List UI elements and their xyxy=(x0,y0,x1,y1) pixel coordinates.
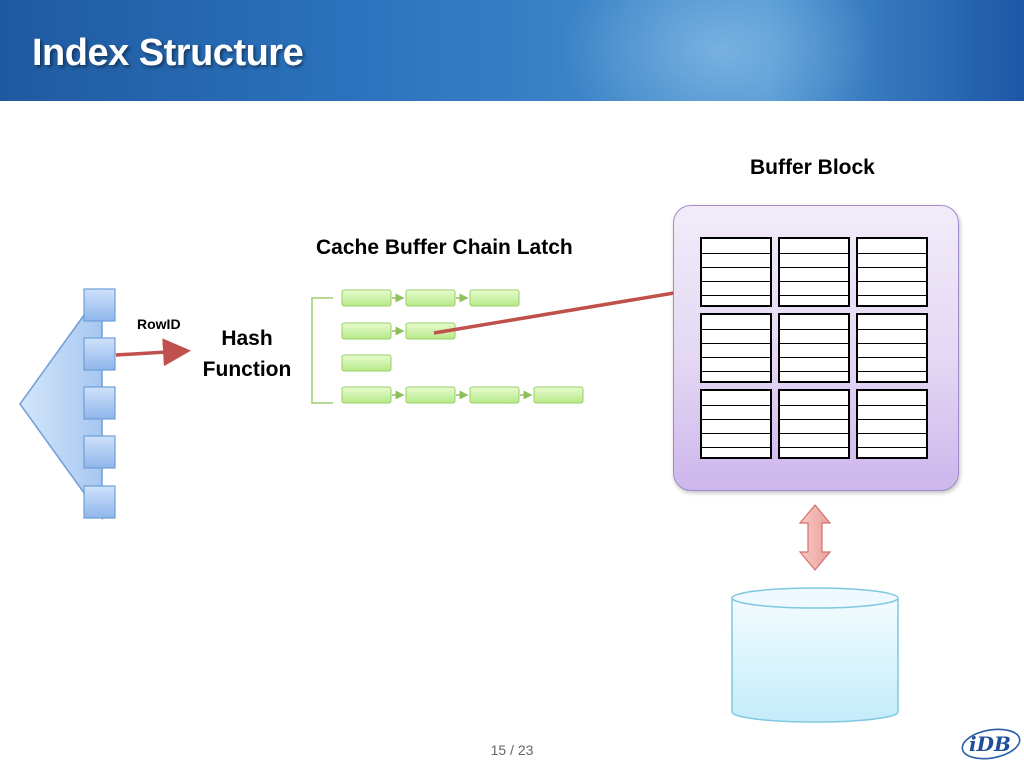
buffer-line xyxy=(702,253,770,254)
buffer-line xyxy=(702,433,770,434)
buffer-block xyxy=(700,389,772,459)
index-leaf xyxy=(83,485,116,519)
buffer-line xyxy=(858,295,926,296)
rowid-arrow xyxy=(115,338,191,367)
chain-node xyxy=(341,354,392,372)
slide-title: Index Structure xyxy=(32,32,304,74)
buffer-line xyxy=(858,343,926,344)
buffer-block xyxy=(856,237,928,307)
chain-node xyxy=(341,322,392,340)
chain-bracket xyxy=(311,297,333,404)
buffer-line xyxy=(858,405,926,406)
chain-node xyxy=(469,386,520,404)
buffer-block xyxy=(856,313,928,383)
buffer-line xyxy=(780,419,848,420)
chain-node xyxy=(405,386,456,404)
buffer-line xyxy=(702,419,770,420)
buffer-line xyxy=(780,343,848,344)
buffer-line xyxy=(780,447,848,448)
chain-node xyxy=(469,289,520,307)
buffer-line xyxy=(858,253,926,254)
buffer-line xyxy=(858,267,926,268)
buffer-block xyxy=(778,313,850,383)
buffer-line xyxy=(858,371,926,372)
page-number: 15 / 23 xyxy=(450,742,574,758)
buffer-line xyxy=(780,295,848,296)
index-leaf xyxy=(83,288,116,322)
buffer-line xyxy=(702,295,770,296)
buffer-line xyxy=(702,405,770,406)
index-leaf xyxy=(83,337,116,371)
buffer-line xyxy=(702,371,770,372)
buffer-line xyxy=(858,419,926,420)
logo-mark-icon: iDB xyxy=(961,728,1021,760)
buffer-line xyxy=(780,371,848,372)
hash-chains xyxy=(341,289,584,404)
index-leaf xyxy=(83,435,116,469)
hash-label-line1: Hash xyxy=(221,327,273,350)
buffer-block xyxy=(700,313,772,383)
buffer-line xyxy=(702,447,770,448)
chain-node xyxy=(533,386,584,404)
chain-node xyxy=(405,289,456,307)
buffer-line xyxy=(702,281,770,282)
disk-cylinder xyxy=(731,587,899,723)
buffer-block-label: Buffer Block xyxy=(750,156,875,179)
buffer-line xyxy=(780,357,848,358)
buffer-line xyxy=(780,281,848,282)
buffer-line xyxy=(780,433,848,434)
buffer-line xyxy=(780,267,848,268)
buffer-block xyxy=(778,237,850,307)
buffer-line xyxy=(702,357,770,358)
buffer-line xyxy=(858,447,926,448)
buffer-block xyxy=(856,389,928,459)
buffer-line xyxy=(780,329,848,330)
rowid-label: RowID xyxy=(137,316,181,332)
io-double-arrow xyxy=(798,504,832,571)
buffer-line xyxy=(702,267,770,268)
buffer-line xyxy=(702,329,770,330)
buffer-block xyxy=(700,237,772,307)
index-leaf xyxy=(83,386,116,420)
title-bar: Index Structure xyxy=(0,0,1024,101)
hash-label-line2: Function xyxy=(202,358,292,381)
page-total: 23 xyxy=(517,742,534,758)
buffer-line xyxy=(702,343,770,344)
buffer-line xyxy=(858,433,926,434)
cache-buffer-chain-latch-label: Cache Buffer Chain Latch xyxy=(316,236,573,259)
buffer-line xyxy=(858,281,926,282)
logo-text: iDB xyxy=(969,732,1011,756)
buffer-line xyxy=(858,329,926,330)
buffer-line xyxy=(780,253,848,254)
buffer-line xyxy=(858,357,926,358)
page-separator: / xyxy=(510,742,514,758)
buffer-line xyxy=(780,405,848,406)
index-leaves xyxy=(83,288,116,519)
hash-function-label: Hash Function xyxy=(201,323,293,385)
chain-node xyxy=(341,386,392,404)
chain-node xyxy=(341,289,392,307)
page-current: 15 xyxy=(490,742,507,758)
buffer-block-panel xyxy=(673,205,959,491)
idb-logo: iDB xyxy=(960,722,1022,766)
buffer-block xyxy=(778,389,850,459)
buffer-pointer-arrow xyxy=(433,278,705,335)
